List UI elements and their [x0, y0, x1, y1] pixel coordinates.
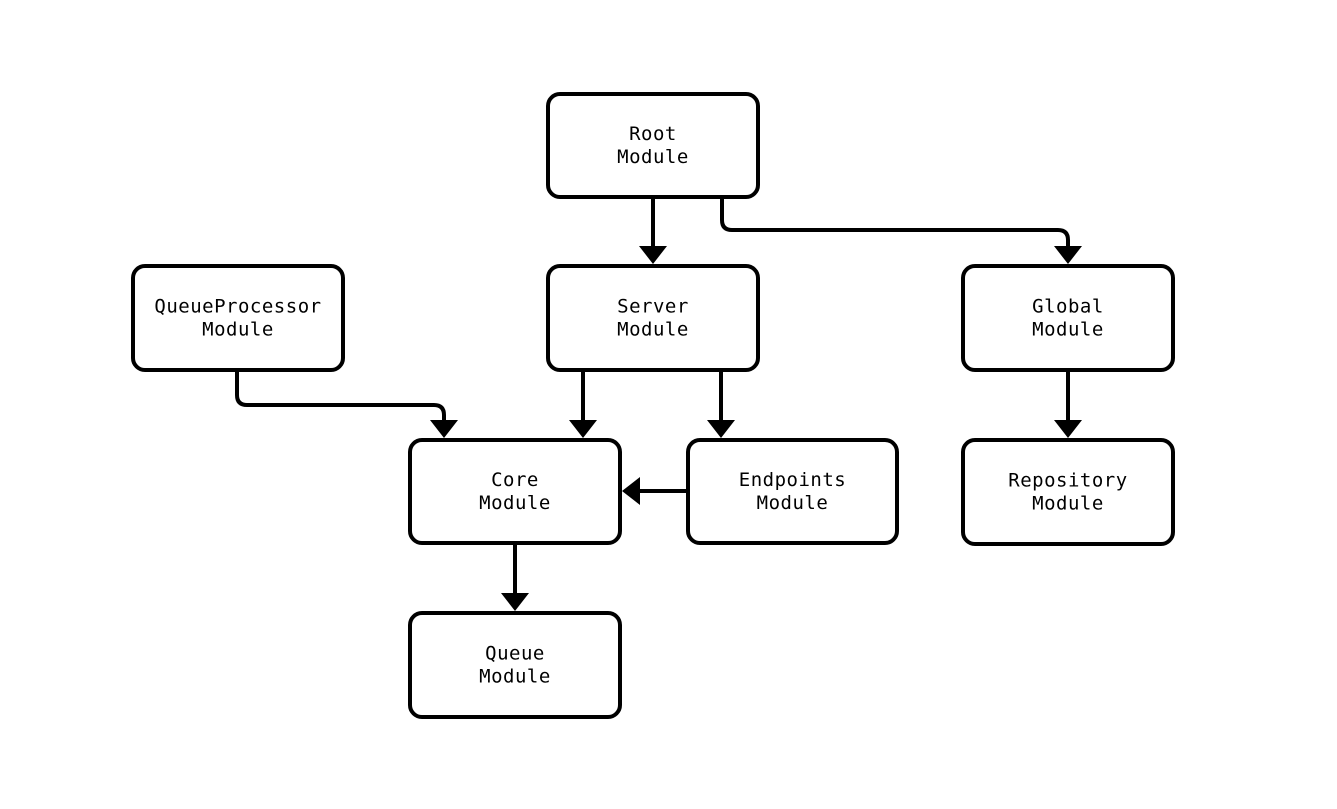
- nodes-layer: RootModuleQueueProcessorModuleServerModu…: [131, 92, 1175, 719]
- node-box[interactable]: [961, 264, 1175, 372]
- node-box[interactable]: [408, 438, 622, 545]
- arrowhead-icon: [707, 420, 735, 438]
- node-label-line1: Queue: [485, 643, 545, 665]
- node-box[interactable]: [408, 611, 622, 719]
- node-label-line2: Module: [479, 666, 551, 688]
- node-label-line2: Module: [1032, 319, 1104, 341]
- edge-server-to-core: [569, 370, 597, 438]
- edge-root-to-server: [639, 197, 667, 264]
- edge-core-to-queue: [501, 543, 529, 611]
- node-box[interactable]: [546, 92, 760, 199]
- node-box[interactable]: [961, 438, 1175, 546]
- node-label-line2: Module: [479, 492, 551, 514]
- node-label-line2: Module: [202, 319, 274, 341]
- edges-layer: [235, 197, 1082, 611]
- node-label-line2: Module: [757, 492, 829, 514]
- node-label-line1: Endpoints: [739, 469, 846, 491]
- arrowhead-icon: [430, 420, 458, 438]
- edge-endpoints-to-core: [622, 477, 688, 505]
- node-label-line2: Module: [1032, 493, 1104, 515]
- arrowhead-icon: [1054, 420, 1082, 438]
- node-label-line1: Global: [1032, 296, 1104, 318]
- arrowhead-icon: [622, 477, 640, 505]
- edge-root-to-global: [720, 197, 1082, 264]
- node-label-line2: Module: [617, 146, 689, 168]
- arrowhead-icon: [501, 593, 529, 611]
- node-label-line1: Server: [617, 296, 689, 318]
- edge-server-to-endpoints: [707, 370, 735, 438]
- edge-line: [235, 370, 446, 424]
- edge-line: [720, 197, 1070, 250]
- arrowhead-icon: [639, 246, 667, 264]
- edge-global-to-repository: [1054, 370, 1082, 438]
- node-box[interactable]: [131, 264, 345, 372]
- node-box[interactable]: [546, 264, 760, 372]
- node-label-line1: Root: [629, 123, 677, 145]
- node-label-line1: Core: [491, 469, 539, 491]
- arrowhead-icon: [1054, 246, 1082, 264]
- node-label-line2: Module: [617, 319, 689, 341]
- node-box[interactable]: [686, 438, 899, 545]
- node-label-line1: QueueProcessor: [154, 296, 321, 318]
- edge-queueprocessor-to-core: [235, 370, 458, 438]
- arrowhead-icon: [569, 420, 597, 438]
- node-label-line1: Repository: [1008, 470, 1127, 492]
